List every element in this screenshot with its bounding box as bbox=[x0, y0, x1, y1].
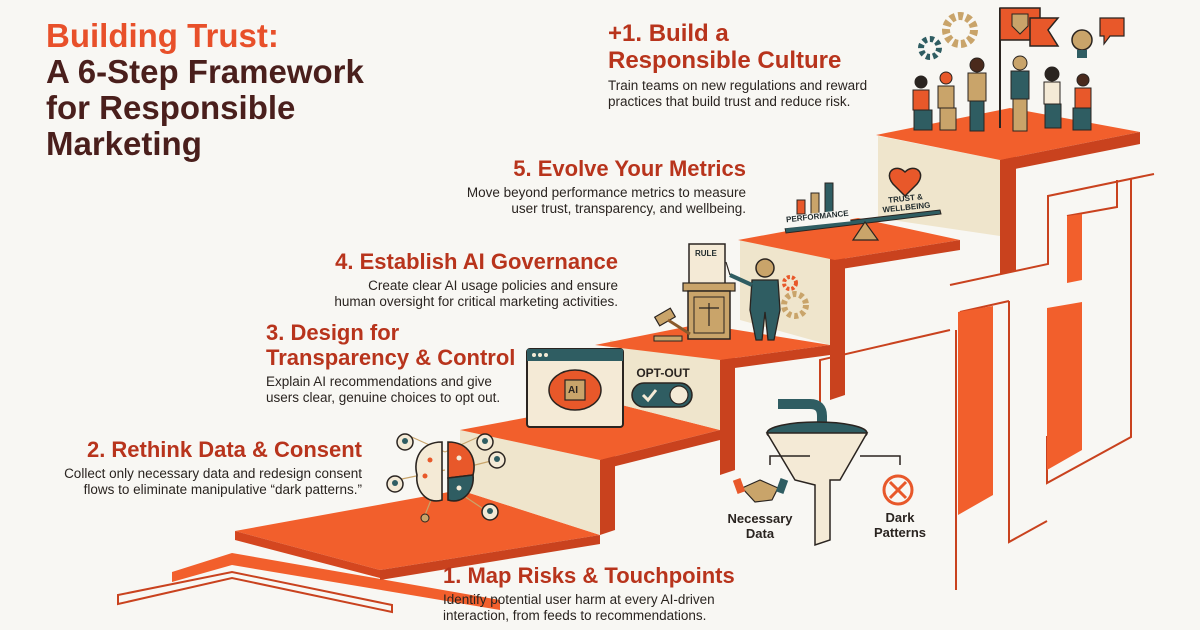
step-3-heading-line-2: Transparency & Control bbox=[266, 345, 516, 370]
necessary-data-label-line-2: Data bbox=[745, 526, 775, 541]
necessary-data-label: Necessary Data bbox=[718, 511, 802, 541]
step-plus-1-heading: +1. Build a Responsible Culture bbox=[608, 20, 867, 74]
decorative-outline-shapes bbox=[819, 173, 1155, 590]
stair-step-4 bbox=[738, 218, 960, 270]
step-1-heading: 1. Map Risks & Touchpoints bbox=[443, 563, 735, 588]
gears-icon bbox=[781, 275, 809, 319]
stair-step-2 bbox=[460, 402, 720, 470]
stair-riser-4 bbox=[878, 136, 1016, 274]
rule-document-label: RULE bbox=[695, 249, 717, 258]
step-4-desc-line-2: human oversight for critical marketing a… bbox=[334, 294, 618, 309]
blocked-x-icon bbox=[882, 474, 914, 506]
step-2-desc-line-1: Collect only necessary data and redesign… bbox=[64, 466, 362, 481]
ai-chip-label: AI bbox=[568, 385, 578, 396]
step-1-desc-line-1: Identify potential user harm at every AI… bbox=[443, 592, 715, 607]
step-4-desc-line-1: Create clear AI usage policies and ensur… bbox=[368, 278, 618, 293]
step-1-desc-line-2: interaction, from feeds to recommendatio… bbox=[443, 608, 707, 623]
stair-step-3 bbox=[595, 324, 830, 370]
base-stripes bbox=[117, 553, 500, 614]
step-plus-1-desc-line-1: Train teams on new regulations and rewar… bbox=[608, 78, 868, 93]
step-4: 4. Establish AI Governance Create clear … bbox=[300, 249, 618, 310]
dark-patterns-label-line-1: Dark bbox=[885, 510, 915, 525]
step-5-heading: 5. Evolve Your Metrics bbox=[513, 156, 746, 181]
opt-out-toggle bbox=[631, 382, 693, 408]
funnel-filter-icon bbox=[765, 399, 901, 547]
step-3-desc-line-2: users clear, genuine choices to opt out. bbox=[266, 390, 501, 405]
step-3: 3. Design for Transparency & Control Exp… bbox=[266, 320, 515, 406]
lightbulb-icon bbox=[1071, 29, 1093, 58]
step-4-description: Create clear AI usage policies and ensur… bbox=[300, 278, 618, 310]
step-4-heading: 4. Establish AI Governance bbox=[335, 249, 618, 274]
brain-network-icon bbox=[386, 433, 506, 523]
team-flag-icon bbox=[999, 7, 1060, 128]
decorative-filled-shapes bbox=[958, 214, 1082, 515]
dark-patterns-label-line-2: Patterns bbox=[873, 525, 927, 540]
necessary-data-label-line-1: Necessary bbox=[727, 511, 793, 526]
step-2-description: Collect only necessary data and redesign… bbox=[30, 466, 362, 498]
step-1: 1. Map Risks & Touchpoints Identify pote… bbox=[443, 563, 735, 624]
step-plus-1-description: Train teams on new regulations and rewar… bbox=[608, 78, 867, 110]
step-plus-1: +1. Build a Responsible Culture Train te… bbox=[608, 20, 867, 110]
step-2-heading: 2. Rethink Data & Consent bbox=[86, 437, 362, 462]
opt-out-label: OPT-OUT bbox=[636, 366, 690, 380]
step-plus-1-heading-line-1: +1. Build a bbox=[608, 20, 729, 47]
dark-patterns-label: Dark Patterns bbox=[858, 510, 942, 540]
step-3-heading-line-1: 3. Design for bbox=[266, 320, 400, 345]
step-5-desc-line-1: Move beyond performance metrics to measu… bbox=[466, 185, 746, 200]
step-5-description: Move beyond performance metrics to measu… bbox=[440, 185, 746, 217]
step-5: 5. Evolve Your Metrics Move beyond perfo… bbox=[440, 156, 746, 217]
step-3-heading: 3. Design for Transparency & Control bbox=[266, 320, 515, 370]
title-line-3: for Responsible bbox=[46, 89, 296, 126]
step-5-desc-line-2: user trust, transparency, and wellbeing. bbox=[511, 201, 746, 216]
step-2: 2. Rethink Data & Consent Collect only n… bbox=[30, 437, 362, 498]
step-3-desc-line-1: Explain AI recommendations and give bbox=[266, 374, 492, 389]
step-2-desc-line-2: flows to eliminate manipulative “dark pa… bbox=[83, 482, 362, 497]
step-plus-1-desc-line-2: practices that build trust and reduce ri… bbox=[608, 94, 851, 109]
stair-step-1 bbox=[235, 490, 600, 580]
presenter-figure-icon bbox=[725, 258, 781, 341]
gears-top-icon bbox=[918, 12, 978, 60]
step-1-description: Identify potential user harm at every AI… bbox=[443, 592, 735, 624]
ai-window-icon bbox=[526, 348, 624, 428]
chat-bubble-icon bbox=[1099, 17, 1125, 46]
team-people-icon bbox=[912, 55, 1092, 132]
balance-scale-icon bbox=[781, 167, 942, 241]
governance-podium-icon bbox=[653, 243, 736, 342]
title-line-1: Building Trust: bbox=[46, 17, 279, 54]
step-plus-1-heading-line-2: Responsible Culture bbox=[608, 47, 842, 74]
page-title: Building Trust: A 6-Step Framework for R… bbox=[46, 18, 364, 162]
title-line-2: A 6-Step Framework bbox=[46, 53, 364, 90]
title-line-4: Marketing bbox=[46, 125, 202, 162]
step-3-description: Explain AI recommendations and give user… bbox=[266, 374, 515, 406]
handshake-icon bbox=[732, 478, 789, 503]
